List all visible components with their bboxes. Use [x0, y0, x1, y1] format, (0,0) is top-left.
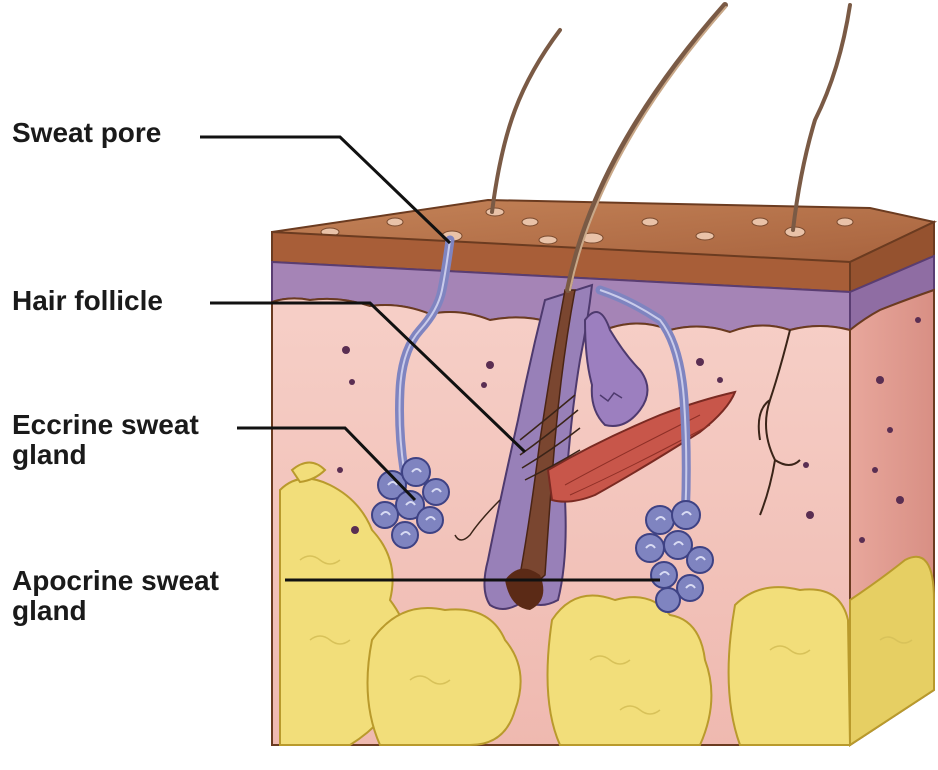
hair-shaft-right [793, 5, 850, 230]
label-apocrine-line1: Apocrine sweat [12, 566, 219, 596]
label-sweat-pore: Sweat pore [12, 118, 161, 148]
label-hair-follicle: Hair follicle [12, 286, 163, 316]
label-eccrine-sweat-gland: Eccrine sweat gland [12, 410, 199, 470]
label-eccrine-line1: Eccrine sweat [12, 410, 199, 440]
label-apocrine-line2: gland [12, 596, 219, 626]
label-hair-follicle-text: Hair follicle [12, 286, 163, 316]
label-apocrine-sweat-gland: Apocrine sweat gland [12, 566, 219, 626]
label-sweat-pore-text: Sweat pore [12, 118, 161, 148]
hair-shaft-left [492, 30, 560, 212]
label-eccrine-line2: gland [12, 440, 199, 470]
